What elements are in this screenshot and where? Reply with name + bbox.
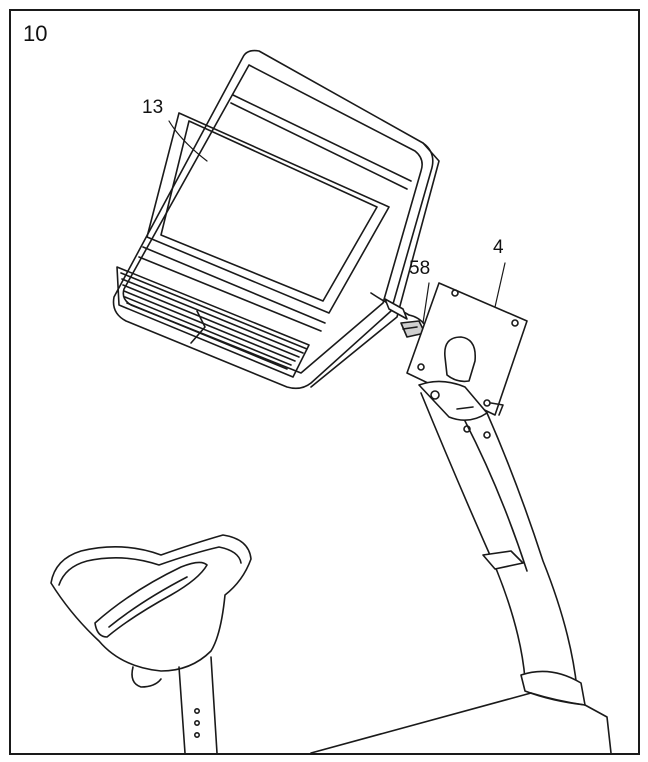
callout-console: 13 [142, 97, 164, 118]
console-fan-grille [116, 266, 310, 378]
step-number: 10 [23, 21, 48, 46]
frame-base [310, 692, 612, 753]
leader-lines [168, 120, 506, 324]
seat [50, 534, 252, 753]
console [112, 49, 440, 390]
callout-wire-connector: 58 [409, 258, 431, 279]
callout-console-bracket: 4 [493, 237, 504, 258]
assembly-illustration [50, 49, 612, 753]
assembly-step-frame: 10 13 58 4 [9, 9, 640, 755]
upright-tube [418, 380, 586, 706]
wire-connector [384, 298, 426, 338]
